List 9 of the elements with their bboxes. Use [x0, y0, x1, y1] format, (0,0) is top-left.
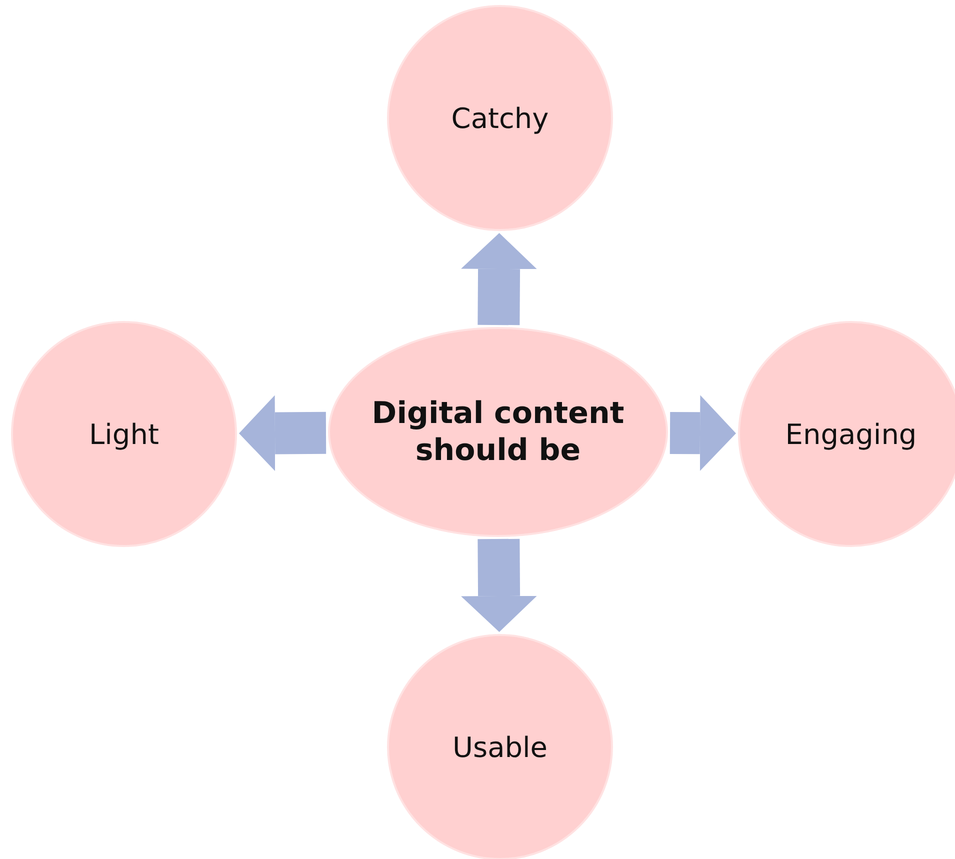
- node-label: Light: [89, 416, 159, 452]
- node-label: Usable: [452, 730, 548, 764]
- block-arrow: [670, 395, 736, 472]
- node-label: Engaging: [785, 416, 917, 452]
- block-arrow: [461, 233, 538, 326]
- node-label: Catchy: [451, 100, 549, 136]
- node-label: Digital content should be: [370, 394, 626, 470]
- block-arrow: [239, 395, 326, 472]
- block-arrow: [461, 538, 538, 632]
